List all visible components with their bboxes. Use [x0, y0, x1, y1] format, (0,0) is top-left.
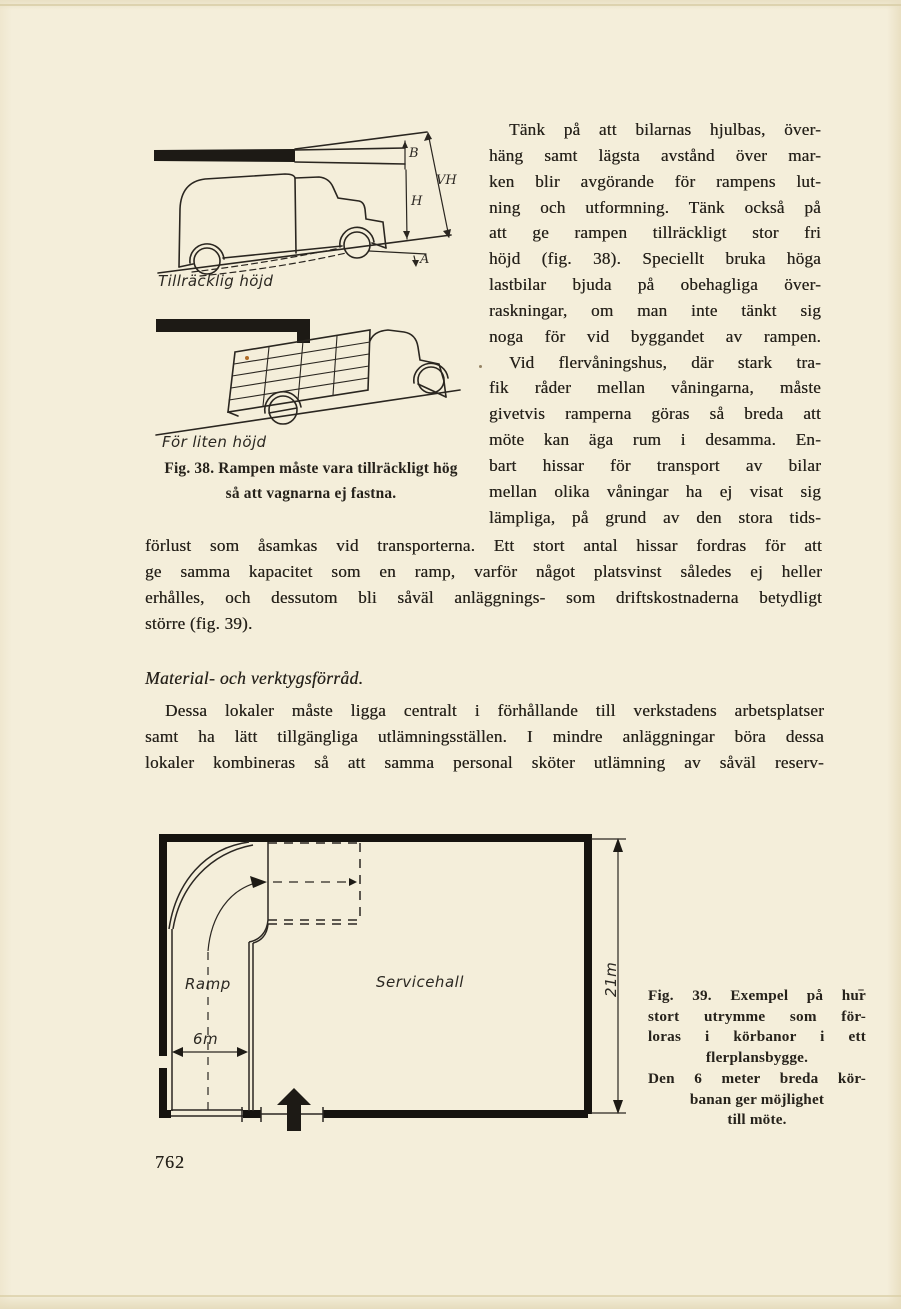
fig39-caption-line: stort utrymme som för-: [648, 1007, 866, 1025]
ink-speck: [245, 356, 249, 360]
text-line: samt ha lätt tillgängliga utlämningsstäl…: [145, 726, 824, 746]
text-line: att ge rampen tillräckligt stor fri: [489, 223, 821, 243]
text-line: Dessa lokaler måste ligga centralt i för…: [165, 701, 824, 720]
fig39-floor-plan: Ramp Servicehall 6m 21m: [159, 834, 626, 1131]
fig39-caption-line: Fig. 39. Exempel på hur: [648, 987, 866, 1004]
van-outline: [178, 173, 387, 275]
page-number: 762: [155, 1152, 185, 1172]
fig39-caption: Fig. 39. Exempel på hur stort utrymme som…: [648, 986, 866, 1131]
paragraph-storage: Dessa lokaler måste ligga centralt i för…: [145, 698, 824, 776]
text-line: erhålles, och dessutom bli såväl anläggn…: [145, 587, 822, 607]
fig39-caption-line: Den 6 meter breda kör-: [648, 1069, 866, 1087]
ceiling-beam: [154, 149, 295, 162]
ink-speck: [479, 365, 482, 368]
paragraph-ramp-design: Tänk på att bilarnas hjulbas, över-häng …: [489, 117, 821, 350]
path-arrowhead: [250, 876, 267, 888]
fig39-dim-6m: 6m: [193, 1030, 218, 1048]
fig39-label-servicehall: Servicehall: [376, 973, 464, 991]
fig39-caption-line: flerplansbygge.: [705, 1049, 809, 1067]
text-line: ge samma kapacitet som en ramp, varför n…: [145, 561, 822, 581]
text-line: noga för vid byggandet av rampen.: [489, 326, 821, 346]
text-line: mellan olika våningar ha ej visat sig: [489, 481, 821, 501]
entrance-arrow: [277, 1088, 311, 1131]
text-line: ning och utformning. Tänk också på: [489, 197, 821, 217]
text-line: möte kan äga rum i desamma. En-: [489, 430, 821, 450]
fig38-lower-drawing: [155, 319, 461, 436]
dim-label-vh: VH: [436, 173, 457, 188]
fig39-caption-line: loras i körbanor i ett: [648, 1028, 866, 1046]
text-line: lämpliga, på grund av den stora tids-: [489, 507, 821, 527]
ceiling-beam: [156, 319, 310, 343]
text-line: lastbilar bjuda på obehagliga över-: [489, 275, 821, 295]
right-text-column: Tänk på att bilarnas hjulbas, över-häng …: [489, 117, 821, 531]
fig38-lower-label: För liten höjd: [162, 433, 267, 451]
page-top-edge: [0, 4, 901, 6]
paragraph-multistorey: Vid flervåningshus, där stark tra-fik rå…: [489, 350, 821, 531]
ink-speck: [858, 989, 864, 991]
fig38-caption-line2: så att vagnarna ej fastna.: [225, 485, 397, 502]
fig38-upper-label: Tillräcklig höjd: [158, 272, 274, 290]
text-line: häng samt lägsta avstånd över mar-: [489, 145, 821, 165]
fig39-caption-line: till möte.: [727, 1111, 787, 1129]
text-line: fik råder mellan våningarna, måste: [489, 378, 821, 398]
text-line: större (fig. 39).: [145, 613, 253, 633]
fig38-upper-drawing: B H VH A: [154, 131, 457, 277]
page-bottom-edge: [0, 1295, 901, 1297]
paragraph-continuation: förlust som åsamkas vid transporterna. E…: [145, 533, 822, 636]
fig39-caption-line: banan ger möjlighet: [689, 1090, 825, 1108]
fig39-label-ramp: Ramp: [185, 975, 231, 993]
fig38-caption: Fig. 38. Rampen måste vara tillräckligt …: [150, 456, 472, 506]
wall-outline: [159, 834, 592, 1118]
truck-outline: [227, 329, 449, 425]
text-line: lokaler kombineras så att samma personal…: [145, 752, 824, 772]
text-line: Tänk på att bilarnas hjulbas, över-: [509, 120, 821, 139]
text-line: ken blir avgörande för rampens lut-: [489, 171, 821, 191]
text-line: höjd (fig. 38). Speciellt bruka höga: [489, 249, 821, 269]
dim-label-a: A: [419, 252, 429, 267]
text-line: bart hissar för transport av bilar: [489, 455, 821, 475]
dim-label-b: B: [408, 146, 419, 161]
text-line: Vid flervåningshus, där stark tra-: [509, 352, 821, 372]
text-line: givetvis ramperna göras så breda att: [489, 404, 821, 424]
text-line: förlust som åsamkas vid transporterna. E…: [145, 536, 822, 555]
section-heading: Material- och verktygsförråd.: [145, 668, 364, 688]
dim-label-h: H: [410, 194, 423, 209]
fig39-dim-21m: 21m: [602, 962, 620, 997]
fig38-caption-line1: Fig. 38. Rampen måste vara tillräckligt …: [164, 460, 458, 477]
text-line: raskningar, om man inte tänkt sig: [489, 300, 821, 320]
